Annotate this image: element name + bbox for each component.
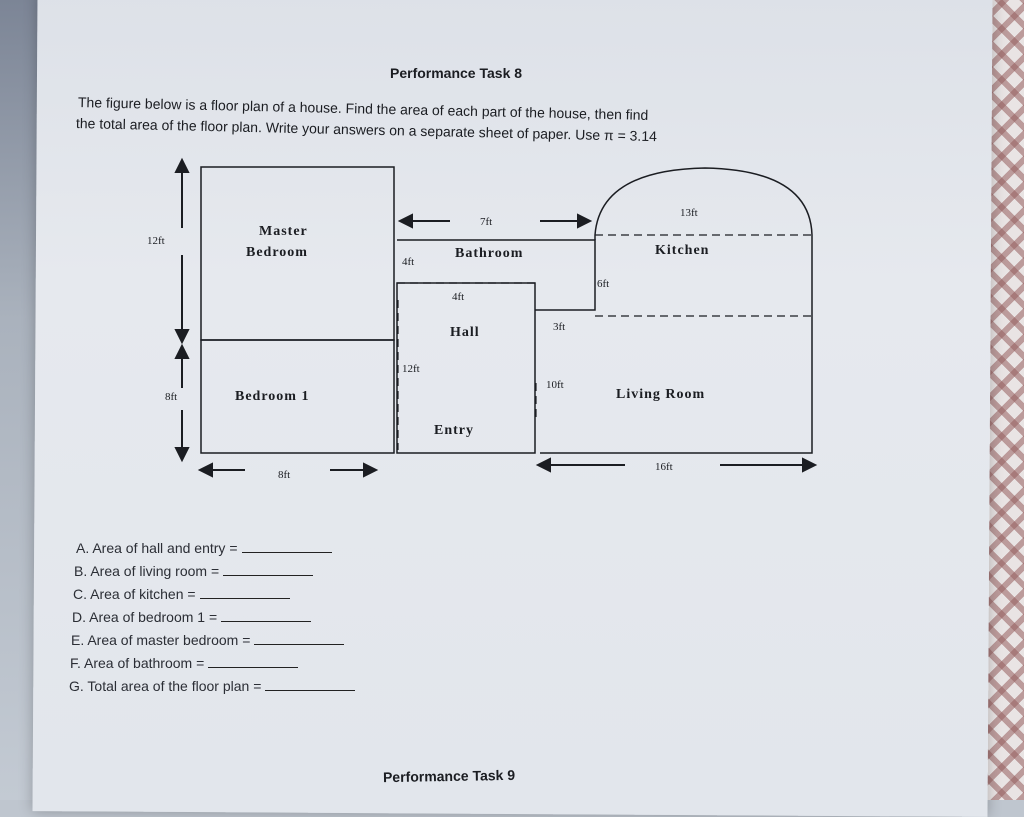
- next-task-title: Performance Task 9: [382, 766, 516, 786]
- task-title: Performance Task 8: [390, 65, 523, 81]
- answer-blank: [241, 552, 332, 553]
- question-e: E. Area of master bedroom =: [71, 632, 345, 648]
- answer-blank: [254, 644, 345, 645]
- question-b: B. Area of living room =: [74, 563, 314, 579]
- room-label-kitchen: Kitchen: [655, 243, 709, 258]
- dim-master-height: 12ft: [147, 235, 165, 247]
- answer-blank: [199, 598, 290, 599]
- dim-kitchen-width: 13ft: [680, 207, 698, 219]
- floor-plan-walls: [200, 166, 813, 454]
- room-label-bathroom: Bathroom: [455, 246, 523, 261]
- answer-blank: [265, 690, 356, 691]
- answer-blank: [208, 667, 299, 668]
- question-a: A. Area of hall and entry =: [76, 540, 332, 556]
- answer-blank: [221, 621, 312, 622]
- room-label-master-2: Bedroom: [246, 245, 308, 260]
- question-d: D. Area of bedroom 1 =: [72, 609, 312, 625]
- dim-bathroom-width: 7ft: [480, 216, 492, 228]
- room-label-master-1: Master: [259, 224, 308, 239]
- dim-step-height: 3ft: [553, 321, 565, 333]
- dim-hall-width: 4ft: [452, 291, 464, 303]
- dim-kitchen-height: 6ft: [597, 278, 609, 290]
- question-g: G. Total area of the floor plan =: [69, 678, 356, 694]
- room-label-living: Living Room: [616, 387, 705, 402]
- dim-living-height: 10ft: [546, 379, 564, 391]
- dim-bedroom1-height: 8ft: [165, 391, 177, 403]
- dim-bedroom1-width: 8ft: [278, 469, 290, 481]
- dim-bathroom-height: 4ft: [402, 256, 414, 268]
- dashed-dividers: [397, 234, 812, 450]
- floor-plan-diagram: Master Bedroom Bathroom Kitchen Hall Bed…: [147, 157, 818, 481]
- dim-hall-height: 12ft: [402, 363, 420, 375]
- dimension-arrows: [174, 157, 818, 478]
- room-label-bedroom1: Bedroom 1: [235, 389, 309, 404]
- room-label-entry: Entry: [434, 423, 474, 438]
- answer-blank: [223, 575, 314, 576]
- question-f: F. Area of bathroom =: [70, 655, 299, 671]
- dim-living-width: 16ft: [655, 461, 673, 473]
- room-label-hall: Hall: [450, 325, 480, 340]
- question-c: C. Area of kitchen =: [73, 586, 290, 602]
